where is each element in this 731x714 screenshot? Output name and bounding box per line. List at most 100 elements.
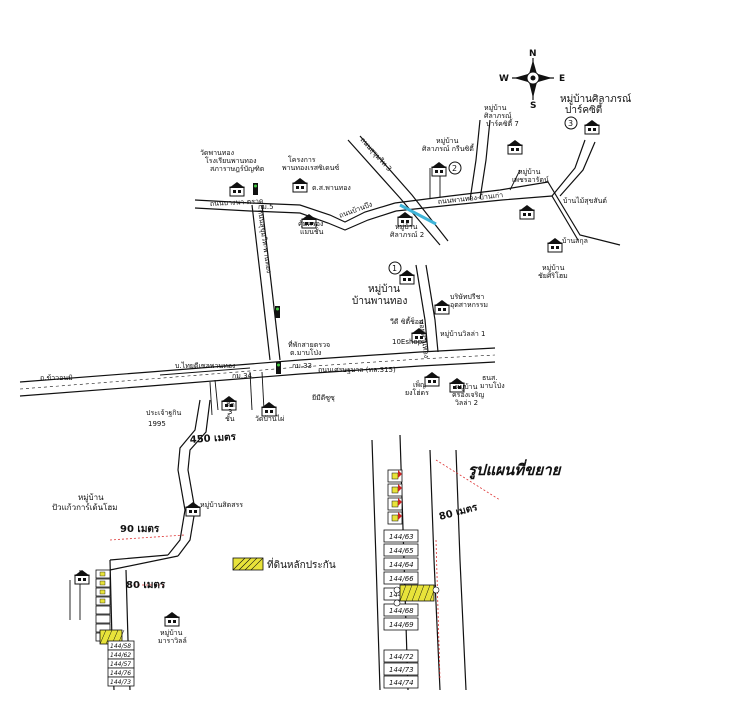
legend: ที่ดินหลักประกัน — [232, 557, 336, 571]
plot-cell — [383, 649, 419, 663]
svg-text:เพชรอารัตน์: เพชรอารัตน์ — [512, 176, 549, 184]
svg-text:มาบโป่ง: มาบโป่ง — [480, 381, 505, 390]
svg-text:2: 2 — [452, 164, 457, 173]
plot-label: 144/68 — [389, 607, 414, 615]
house-icon — [74, 570, 90, 585]
svg-text:กม.5: กม.5 — [258, 203, 274, 211]
svg-text:โครงการ: โครงการ — [288, 155, 316, 164]
svg-text:กม.34: กม.34 — [232, 372, 253, 380]
svg-text:ยีมีดีซูซุ: ยีมีดีซูซุ — [312, 394, 335, 402]
house-icon — [431, 162, 447, 177]
compass-e: E — [559, 74, 565, 84]
detail-plots: 144/63144/65144/64144/66144/67144/68144/… — [383, 469, 440, 689]
house-icon — [411, 328, 427, 343]
house-icon — [547, 238, 563, 253]
house-icon — [584, 120, 600, 135]
svg-text:ถนนเศรษฐบาล (ทล.315): ถนนเศรษฐบาล (ทล.315) — [318, 366, 396, 374]
svg-text:ตึก: ตึก — [226, 400, 235, 409]
road-network-upper — [194, 119, 621, 361]
svg-text:ศิลาภรณ์ กรีนซิตี้: ศิลาภรณ์ กรีนซิตี้ — [422, 142, 475, 153]
svg-text:หมู่บ้านวิลล่า 1: หมู่บ้านวิลล่า 1 — [440, 330, 486, 338]
svg-text:อุตสาหกรรม: อุตสาหกรรม — [450, 301, 488, 309]
plot-cell — [383, 571, 419, 585]
house-icon — [185, 502, 201, 517]
house-icon — [292, 178, 308, 193]
svg-text:ถนนบางนา-ตราด: ถนนบางนา-ตราด — [210, 197, 264, 208]
plot-label: 144/64 — [389, 561, 414, 569]
svg-text:3: 3 — [568, 119, 573, 128]
plot-label: 144/73 — [389, 666, 414, 674]
distance-90: 90 เมตร — [120, 524, 160, 535]
svg-text:ชัยศิริโฮม: ชัยศิริโฮม — [538, 271, 568, 280]
svg-text:บ้านพานทอง: บ้านพานทอง — [352, 295, 407, 307]
marker-3: 3 — [564, 116, 578, 130]
plot-label: 144/72 — [389, 653, 414, 661]
house-icon — [261, 402, 277, 417]
svg-text:ถ.ข้าวอนมิ: ถ.ข้าวอนมิ — [40, 374, 73, 382]
plot-cell — [383, 557, 419, 571]
plot-cell — [383, 617, 419, 631]
svg-text:ต.ส.พานทอง: ต.ส.พานทอง — [312, 184, 351, 192]
legend-label: ที่ดินหลักประกัน — [267, 557, 336, 571]
svg-text:สภาราษฎร์บัญฑิต: สภาราษฎร์บัญฑิต — [210, 165, 265, 173]
house-icon — [424, 372, 440, 387]
svg-text:ปาร์คซิตี้ 7: ปาร์คซิตี้ 7 — [486, 117, 519, 128]
svg-text:หมู่บ้าน: หมู่บ้าน — [78, 493, 104, 503]
plot-cell — [95, 605, 111, 615]
house-icon — [399, 270, 415, 285]
svg-text:วิลล่า 2: วิลล่า 2 — [455, 399, 478, 407]
svg-text:วีดี ซิตี้ช็อป: วีดี ซิตี้ช็อป — [390, 315, 424, 326]
plot-label: 144/69 — [389, 621, 414, 629]
plot-cell — [383, 675, 419, 689]
svg-text:ยงโฮ่ดร: ยงโฮ่ดร — [405, 388, 429, 397]
svg-text:หมู่บ้าน: หมู่บ้าน — [368, 283, 400, 295]
svg-text:บ้านไม้สุขสันต์: บ้านไม้สุขสันต์ — [563, 196, 607, 205]
house-icon — [397, 212, 413, 227]
marker-1: 1 — [388, 261, 402, 275]
house-icon — [164, 612, 180, 627]
svg-text:หมู่บ้าน: หมู่บ้าน — [484, 104, 507, 112]
plot-label: 144/65 — [389, 547, 414, 555]
svg-text:หมู่บ้านสิตสรร: หมู่บ้านสิตสรร — [200, 501, 243, 509]
plot-label: 144/63 — [389, 533, 414, 541]
compass: N S W E — [499, 49, 565, 111]
svg-text:ประเจ้าฐกิน: ประเจ้าฐกิน — [146, 409, 181, 417]
house-icon — [434, 300, 450, 315]
detail-map-roads — [371, 434, 501, 691]
plot-cell — [95, 614, 111, 624]
label-silakorn-park: หมู่บ้านศิลาภรณ์ — [560, 93, 631, 105]
svg-text:3: 3 — [228, 408, 232, 416]
svg-text:มาราวิลล์: มาราวิลล์ — [158, 637, 187, 645]
house-icon — [449, 378, 465, 393]
plot-cell — [383, 529, 419, 543]
svg-text:หมู่บ้าน: หมู่บ้าน — [542, 264, 565, 272]
svg-text:หมู่บ้าน: หมู่บ้าน — [436, 137, 459, 145]
svg-text:1: 1 — [392, 264, 397, 273]
svg-text:บ้านสกุล: บ้านสกุล — [562, 237, 588, 245]
svg-text:หมู่บ้าน: หมู่บ้าน — [395, 223, 418, 231]
svg-text:ปาร์คซิตี้: ปาร์คซิตี้ — [565, 102, 603, 116]
svg-text:โรงเรียนพานทอง: โรงเรียนพานทอง — [205, 156, 257, 165]
plot-label: 144/57 — [110, 661, 131, 668]
house-icon — [221, 396, 237, 411]
svg-text:ศิลาภรณ์ 2: ศิลาภรณ์ 2 — [390, 231, 424, 239]
svg-text:วัดบ้านไผ่: วัดบ้านไผ่ — [255, 414, 284, 423]
distance-80-left: 80 เมตร — [126, 580, 166, 591]
detail-map-title: รูปแผนที่ขยาย — [468, 459, 562, 480]
svg-text:หมู่บ้าน: หมู่บ้าน — [160, 629, 183, 637]
plot-cell — [383, 543, 419, 557]
compass-n: N — [529, 49, 537, 59]
plot-label: 144/58 — [110, 643, 131, 650]
plot-label: 144/73 — [110, 679, 131, 686]
svg-text:ถนนสุขุมวิท 3: ถนนสุขุมวิท 3 — [359, 136, 394, 173]
svg-text:ชั้น: ชั้น — [225, 412, 235, 423]
svg-text:วัดพานทอง: วัดพานทอง — [200, 149, 234, 157]
compass-s: S — [530, 101, 536, 111]
svg-text:หมู่บ้าน: หมู่บ้าน — [518, 168, 541, 176]
svg-text:หมู่บ้าน: หมู่บ้าน — [455, 383, 478, 391]
plot-cell — [383, 662, 419, 676]
svg-text:บ.ไทยดีเซลพานทอง: บ.ไทยดีเซลพานทอง — [175, 361, 235, 370]
main-road — [19, 347, 496, 416]
